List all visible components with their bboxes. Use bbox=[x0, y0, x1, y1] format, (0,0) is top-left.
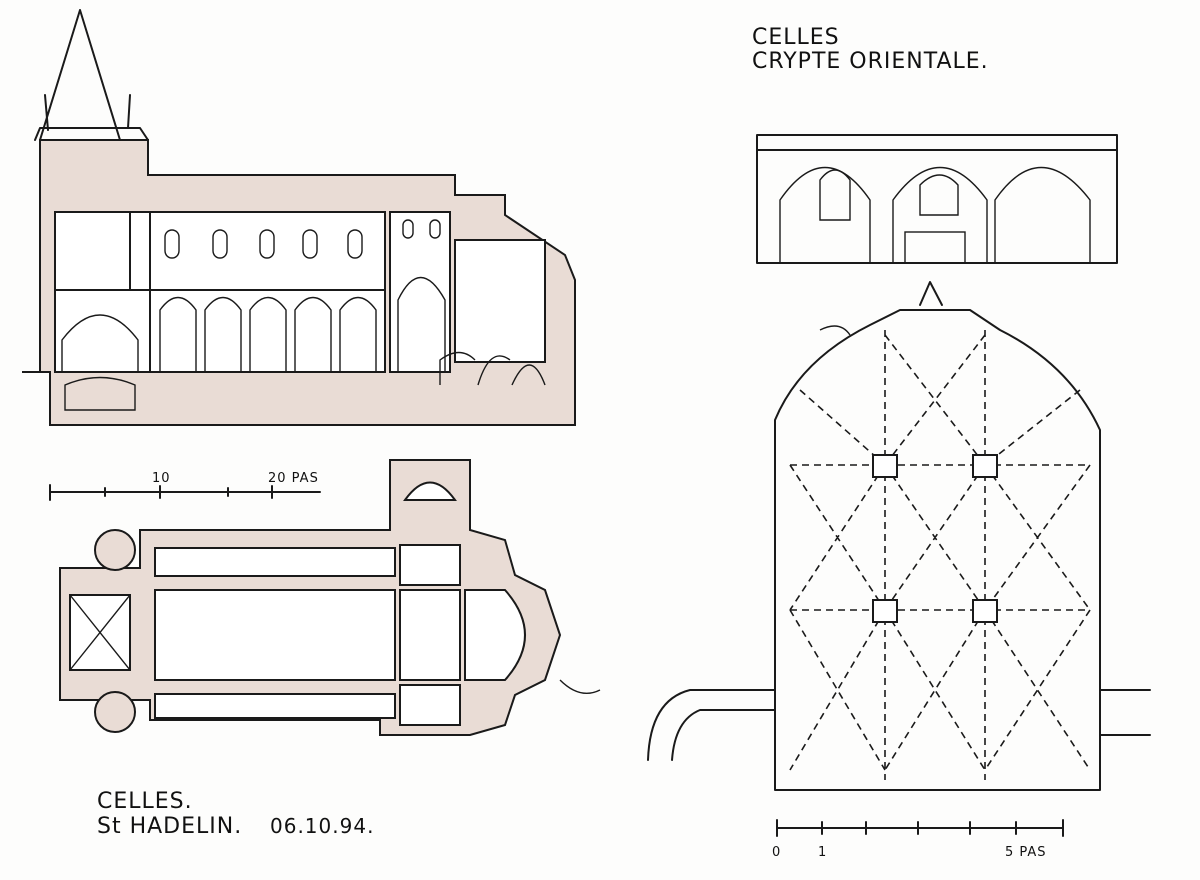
church-section-elevation bbox=[22, 9, 576, 426]
plan-scale-bar: 10 20 PAS bbox=[49, 471, 321, 501]
left-title-line2: St HADELIN. bbox=[97, 814, 242, 839]
scale-label-10: 10 bbox=[152, 471, 171, 486]
left-title-line1: CELLES. bbox=[97, 789, 193, 814]
right-title-line2: CRYPTE ORIENTALE. bbox=[752, 49, 989, 74]
crypt-scale-bar: 0 1 5 PAS bbox=[772, 819, 1064, 860]
scale-label-0: 0 bbox=[772, 845, 781, 860]
scale-label-1: 1 bbox=[818, 845, 827, 860]
scale-label-5-pas: 5 PAS bbox=[1005, 845, 1047, 860]
crypt-plan bbox=[647, 281, 1151, 791]
right-title-line1: CELLES bbox=[752, 25, 840, 50]
crypt-elevation bbox=[756, 134, 1118, 264]
sketch-date: 06.10.94. bbox=[270, 814, 374, 838]
scale-label-20-pas: 20 PAS bbox=[268, 471, 319, 486]
church-ground-plan bbox=[59, 459, 601, 736]
